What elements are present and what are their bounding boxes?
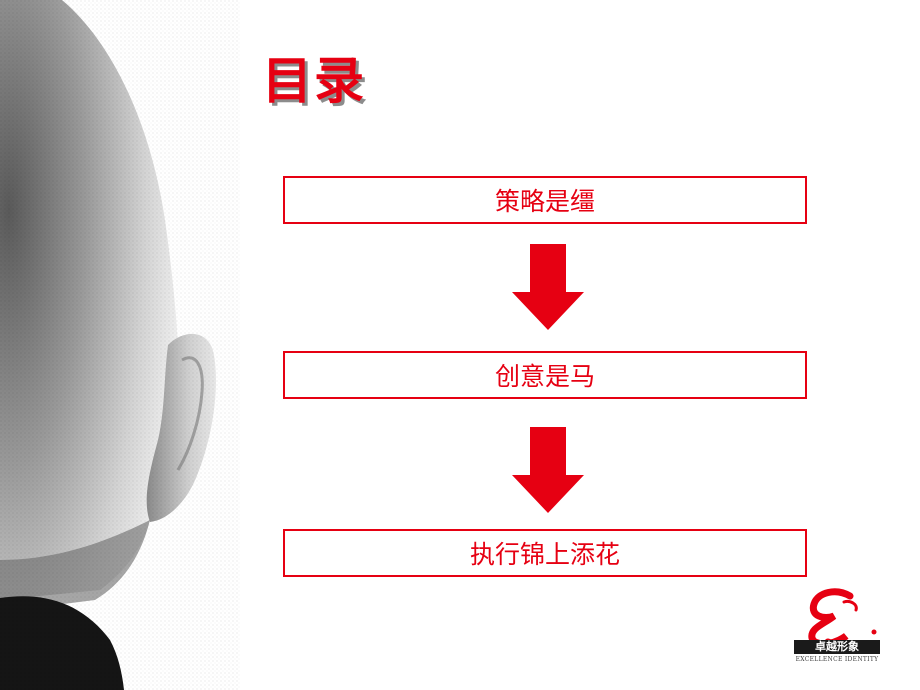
down-arrow-icon: [512, 244, 584, 330]
step-label: 策略是缰: [494, 187, 595, 216]
logo-chinese-name: 卓越形象: [794, 640, 880, 654]
step-label: 创意是马: [494, 362, 595, 391]
logo-english-name: EXCELLENCE IDENTITY: [795, 656, 879, 663]
step-box-creativity: 创意是马: [283, 351, 807, 399]
page-title: 目录: [262, 52, 366, 110]
step-box-strategy: 策略是缰: [283, 176, 807, 224]
bald-head-photo: [0, 0, 240, 690]
brand-logo-icon: [808, 588, 877, 648]
step-label: 执行锦上添花: [469, 540, 620, 569]
down-arrow-icon: [512, 427, 584, 513]
step-box-execution: 执行锦上添花: [283, 529, 807, 577]
